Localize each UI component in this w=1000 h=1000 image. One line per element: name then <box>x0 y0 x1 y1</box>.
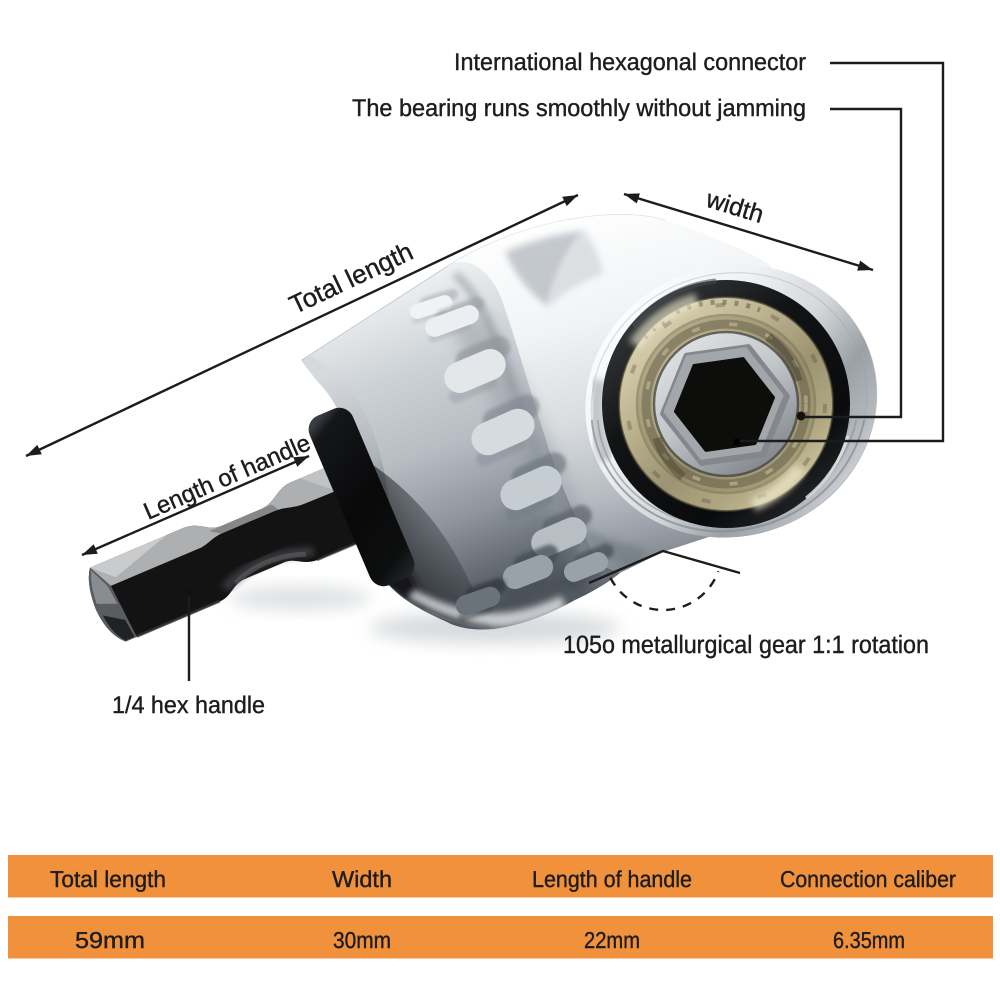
svg-text:The bearing runs smoothly with: The bearing runs smoothly without jammin… <box>352 95 806 122</box>
svg-text:International hexagonal connec: International hexagonal connector <box>454 49 806 76</box>
svg-text:Connection caliber: Connection caliber <box>780 866 956 892</box>
svg-text:105o metallurgical gear 1:1 ro: 105o metallurgical gear 1:1 rotation <box>563 631 929 659</box>
svg-text:59mm: 59mm <box>75 927 145 953</box>
svg-text:Width: Width <box>332 866 392 892</box>
svg-text:Total length: Total length <box>50 866 166 892</box>
svg-text:22mm: 22mm <box>584 927 640 953</box>
svg-text:6.35mm: 6.35mm <box>833 927 905 953</box>
svg-text:1/4 hex handle: 1/4 hex handle <box>112 692 265 719</box>
svg-text:30mm: 30mm <box>333 927 391 953</box>
svg-text:Length of handle: Length of handle <box>532 866 692 892</box>
